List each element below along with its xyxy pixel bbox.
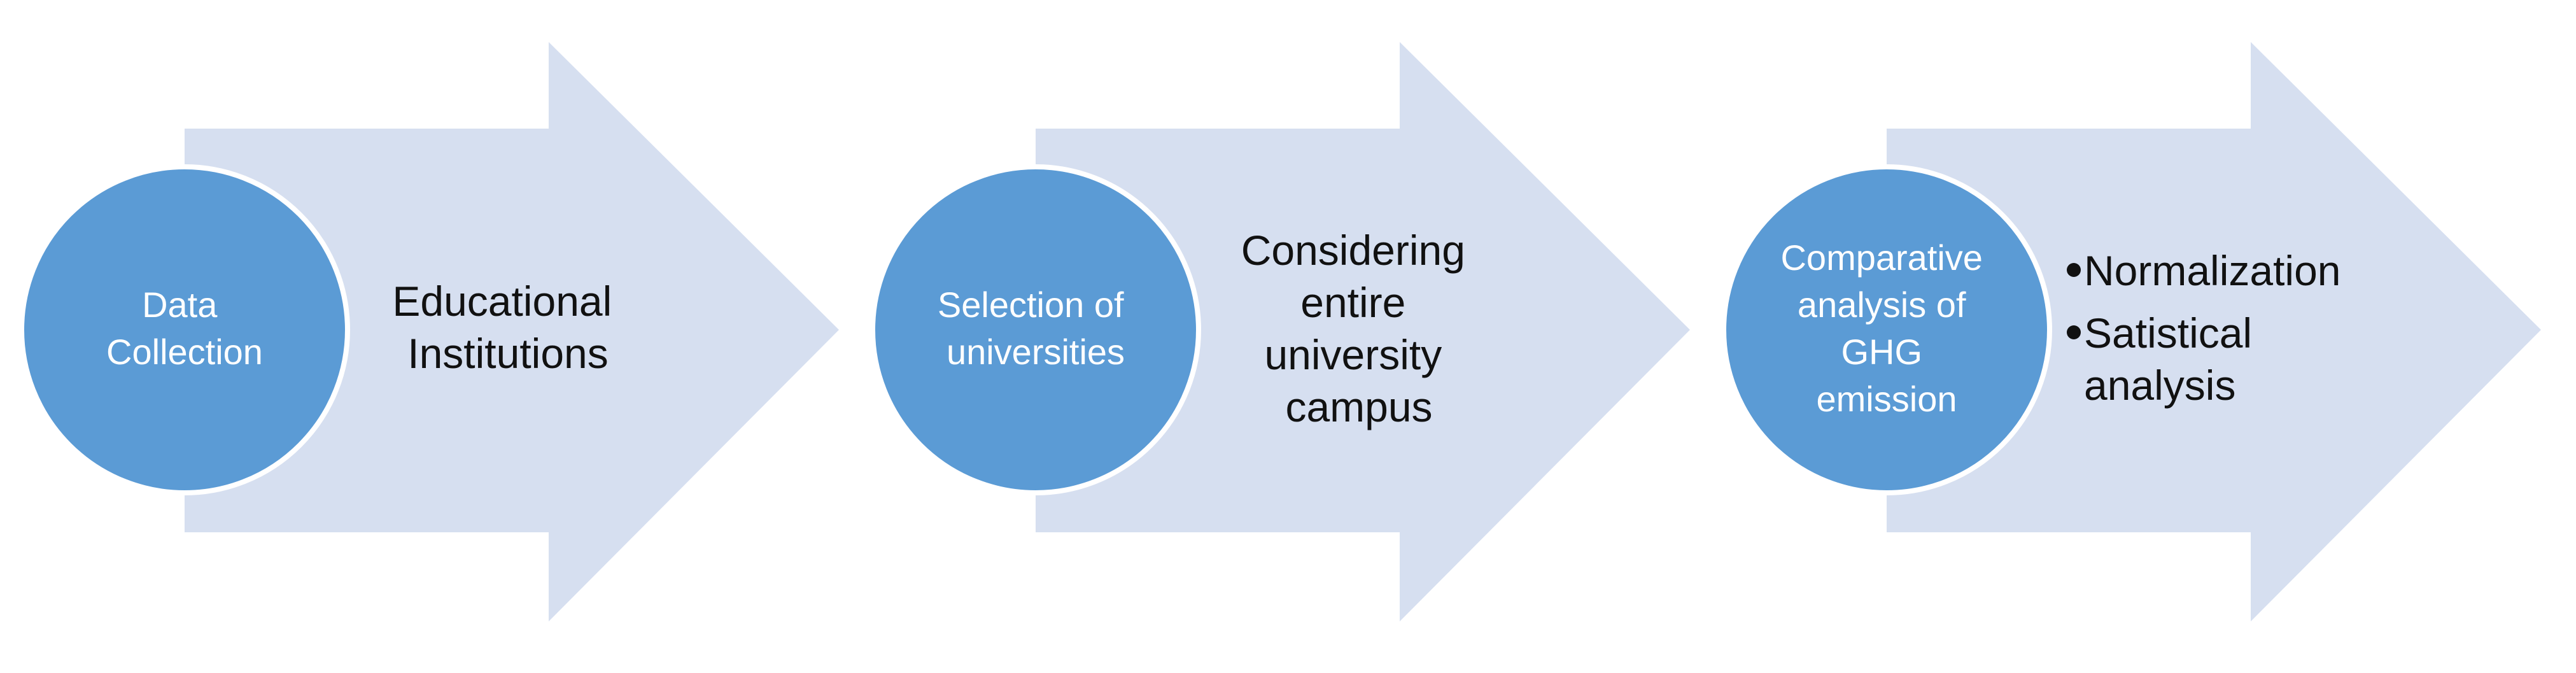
bullet-2-text: Satistical analysis [2084, 309, 2263, 409]
step-3-circle-line-4: emission [1817, 379, 1957, 419]
step-3-circle-line-1: Comparative [1780, 237, 1982, 278]
step-3-circle-line-3: GHG [1841, 332, 1922, 372]
bullet-2-line-2: analysis [2084, 362, 2235, 409]
step-1-circle-label: Data Collection [106, 285, 263, 372]
step-1: Data Collection Educational Institutions [19, 42, 839, 621]
step-2-text-line-1: Considering [1241, 227, 1465, 274]
step-1-circle-line-2: Collection [106, 332, 263, 372]
bullet-1-line-1: Normalization [2084, 247, 2340, 294]
step-2-text-line-2: entire [1300, 279, 1405, 326]
step-2-description: Considering entire university campus [1241, 227, 1477, 430]
step-2-circle-label: Selection of universities [938, 285, 1134, 372]
step-3-arrow [1887, 42, 2541, 621]
step-2-circle [870, 164, 1201, 495]
step-1-circle-line-1: Data [142, 285, 218, 325]
bullet-2-line-1: Satistical [2084, 309, 2252, 357]
step-2: Selection of universities Considering en… [870, 42, 1690, 621]
step-2-text-line-3: university [1264, 331, 1442, 378]
bullet-1-dot [2067, 263, 2081, 277]
bullet-2-dot [2067, 325, 2081, 339]
bullet-1-text: Normalization [2084, 247, 2340, 294]
step-1-description: Educational Institutions [392, 278, 623, 377]
step-1-circle [19, 164, 350, 495]
step-3: Comparative analysis of GHG emission Nor… [1721, 42, 2541, 621]
step-1-text-line-2: Institutions [407, 330, 609, 377]
step-3-circle-line-2: analysis of [1798, 285, 1966, 325]
step-3-circle-label: Comparative analysis of GHG emission [1780, 237, 1992, 419]
step-3-circle [1721, 164, 2052, 495]
step-1-arrow [185, 42, 839, 621]
step-1-text-line-1: Educational [392, 278, 612, 325]
step-2-circle-line-2: universities [947, 332, 1125, 372]
step-2-circle-line-1: Selection of [938, 285, 1124, 325]
step-2-arrow [1036, 42, 1690, 621]
step-2-text-line-4: campus [1285, 383, 1432, 430]
